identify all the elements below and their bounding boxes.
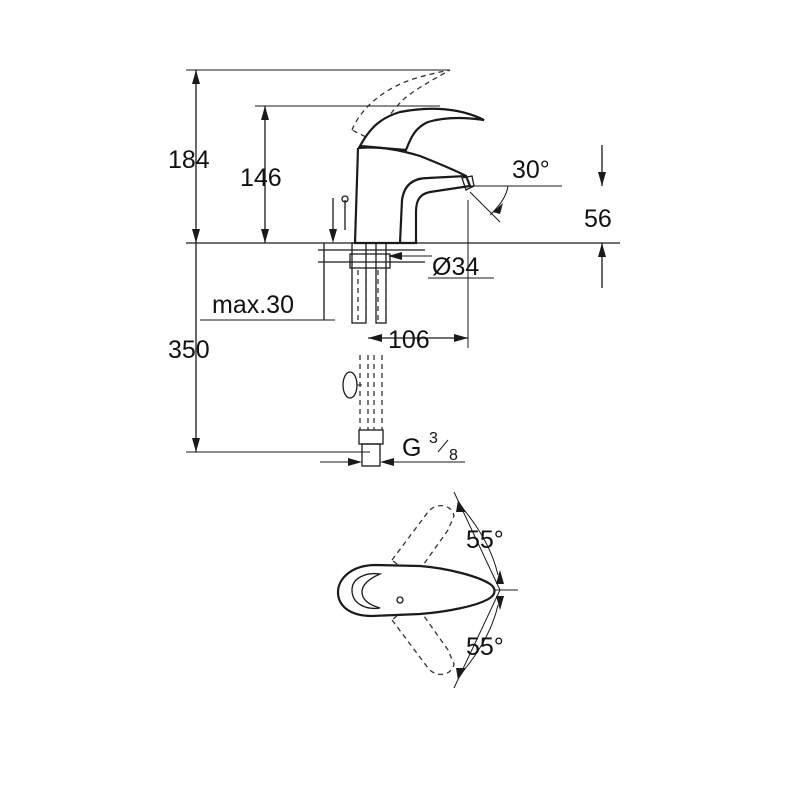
aerator [461,175,475,191]
popup-knob [341,195,349,203]
lever-rotated-up [391,505,455,579]
arrow-106-right [454,334,468,342]
mounting-nut [349,253,391,269]
arrow-184-bottom [192,229,200,243]
dim-146-label: 146 [240,164,282,192]
g38-label: G [402,434,421,462]
mounting-stud [351,242,367,324]
g38-fraction-bar [437,439,449,453]
max-thickness-label: max.30 [212,291,294,319]
lever-open-outline [351,69,451,141]
angle-55-bottom-arrow-2 [456,668,466,680]
arrow-146-top [261,106,269,120]
top-view: 55° 55° [336,491,518,689]
g38-numerator: 3 [429,430,438,447]
arrow-146-bottom [261,229,269,243]
lever-handle [358,107,485,152]
angle-55-bottom-label: 55° [466,633,504,661]
arrow-350-bottom [192,438,200,452]
angle-55-top-arrow-2 [496,570,504,584]
dia-34-arrow [388,252,402,260]
dim-56-label: 56 [584,205,612,233]
dia-34-label: Ø34 [432,253,479,281]
g38-denominator: 8 [449,447,458,464]
hose-right-upper [377,270,387,320]
angle-55-top-label: 55° [466,526,504,554]
side-view: 184 146 56 30° [168,69,620,467]
dim-106-label: 106 [388,326,430,354]
angle-30-ray [469,191,501,223]
angle-30-arc [489,185,509,216]
g38-arrow-right [380,458,394,466]
angle-55-bottom-arrow-1 [496,596,504,610]
g38-arrow-left [348,458,362,466]
hose-left-lower [359,355,369,430]
deck-plate-lines [318,249,425,263]
arrow-106-left [368,334,382,342]
arrow-184-top [192,70,200,84]
faucet-top-body [336,563,496,618]
hose-right-lower [373,355,383,430]
arrow-56-bottom [598,243,606,257]
arrow-max-thickness-top [329,229,337,243]
lever-pivot-dot [396,596,404,604]
dim-184-label: 184 [168,146,210,174]
angle-30-label: 30° [512,156,550,184]
hose-fitting [361,443,381,467]
lever-rotated-down [391,601,455,675]
angle-55-top-arrow-1 [456,500,466,512]
faucet-top-cap [351,572,383,610]
angle-30-arrow [493,203,503,214]
dim-350-label: 350 [168,336,210,364]
hose-nut [358,429,384,445]
faucet-body [353,147,472,245]
popup-clip [342,371,358,399]
arrow-56-top [598,172,606,186]
faucet-top-edge [357,146,467,177]
